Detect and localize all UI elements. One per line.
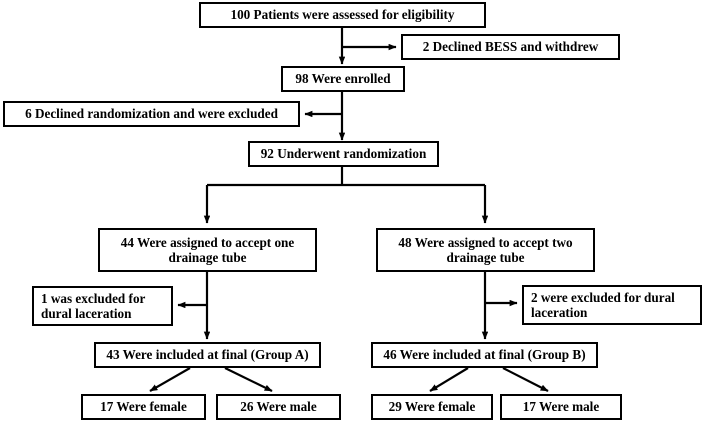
node-declined-randomization: 6 Declined randomization and were exclud… [3, 101, 300, 127]
node-assigned-two-line1: 48 Were assigned to accept two [398, 234, 573, 250]
node-enrolled: 98 Were enrolled [281, 66, 405, 92]
node-group-a-male: 26 Were male [216, 394, 341, 420]
node-group-a-male-label: 26 Were male [240, 399, 317, 415]
node-assigned-two-label: 48 Were assigned to accept two drainage … [384, 235, 587, 266]
node-group-b-label: 46 Were included at final (Group B) [383, 347, 586, 363]
node-declined-bess-label: 2 Declined BESS and withdrew [422, 39, 599, 55]
line-group-b-to-male [502, 367, 549, 392]
node-assigned-two-drainage-tube: 48 Were assigned to accept two drainage … [376, 228, 595, 272]
node-excluded-left: 1 was excluded for dural laceration [32, 286, 173, 326]
line-group-b-to-female [429, 367, 469, 392]
node-underwent-randomization: 92 Underwent randomization [248, 141, 439, 167]
node-excluded-left-label: 1 was excluded for dural laceration [41, 291, 165, 322]
node-group-a-final: 43 Were included at final (Group A) [94, 342, 321, 368]
node-excluded-right-line2: laceration [531, 305, 588, 320]
node-assigned-one-drainage-tube: 44 Were assigned to accept one drainage … [98, 228, 317, 272]
node-group-b-female: 29 Were female [371, 394, 493, 420]
line-group-a-to-female [149, 367, 191, 392]
node-declined-randomization-label: 6 Declined randomization and were exclud… [25, 106, 278, 122]
node-assessed-for-eligibility: 100 Patients were assessed for eligibili… [199, 2, 486, 28]
node-excluded-right: 2 were excluded for dural laceration [522, 285, 702, 325]
node-group-b-final: 46 Were included at final (Group B) [371, 342, 598, 368]
node-group-a-female: 17 Were female [81, 394, 206, 420]
line-group-a-to-male [224, 367, 273, 392]
node-randomized-label: 92 Underwent randomization [260, 146, 427, 162]
node-enrolled-label: 98 Were enrolled [295, 71, 391, 87]
node-assigned-one-line1: 44 Were assigned to accept one [120, 234, 295, 250]
node-group-a-female-label: 17 Were female [100, 399, 187, 415]
node-excluded-right-label: 2 were excluded for dural laceration [531, 290, 694, 321]
node-assigned-one-label: 44 Were assigned to accept one drainage … [106, 235, 309, 266]
node-assigned-two-line2: drainage tube [446, 250, 525, 265]
node-excluded-left-line2: dural laceration [41, 306, 132, 321]
node-group-a-label: 43 Were included at final (Group A) [106, 347, 309, 363]
node-declined-bess: 2 Declined BESS and withdrew [401, 34, 620, 60]
node-excluded-left-line1: 1 was excluded for [41, 290, 146, 306]
node-group-b-female-label: 29 Were female [388, 399, 476, 415]
node-group-b-male: 17 Were male [500, 394, 622, 420]
node-assigned-one-line2: drainage tube [168, 250, 247, 265]
node-assessed-label: 100 Patients were assessed for eligibili… [230, 7, 455, 23]
node-group-b-male-label: 17 Were male [522, 399, 600, 415]
node-excluded-right-line1: 2 were excluded for dural [531, 289, 675, 305]
